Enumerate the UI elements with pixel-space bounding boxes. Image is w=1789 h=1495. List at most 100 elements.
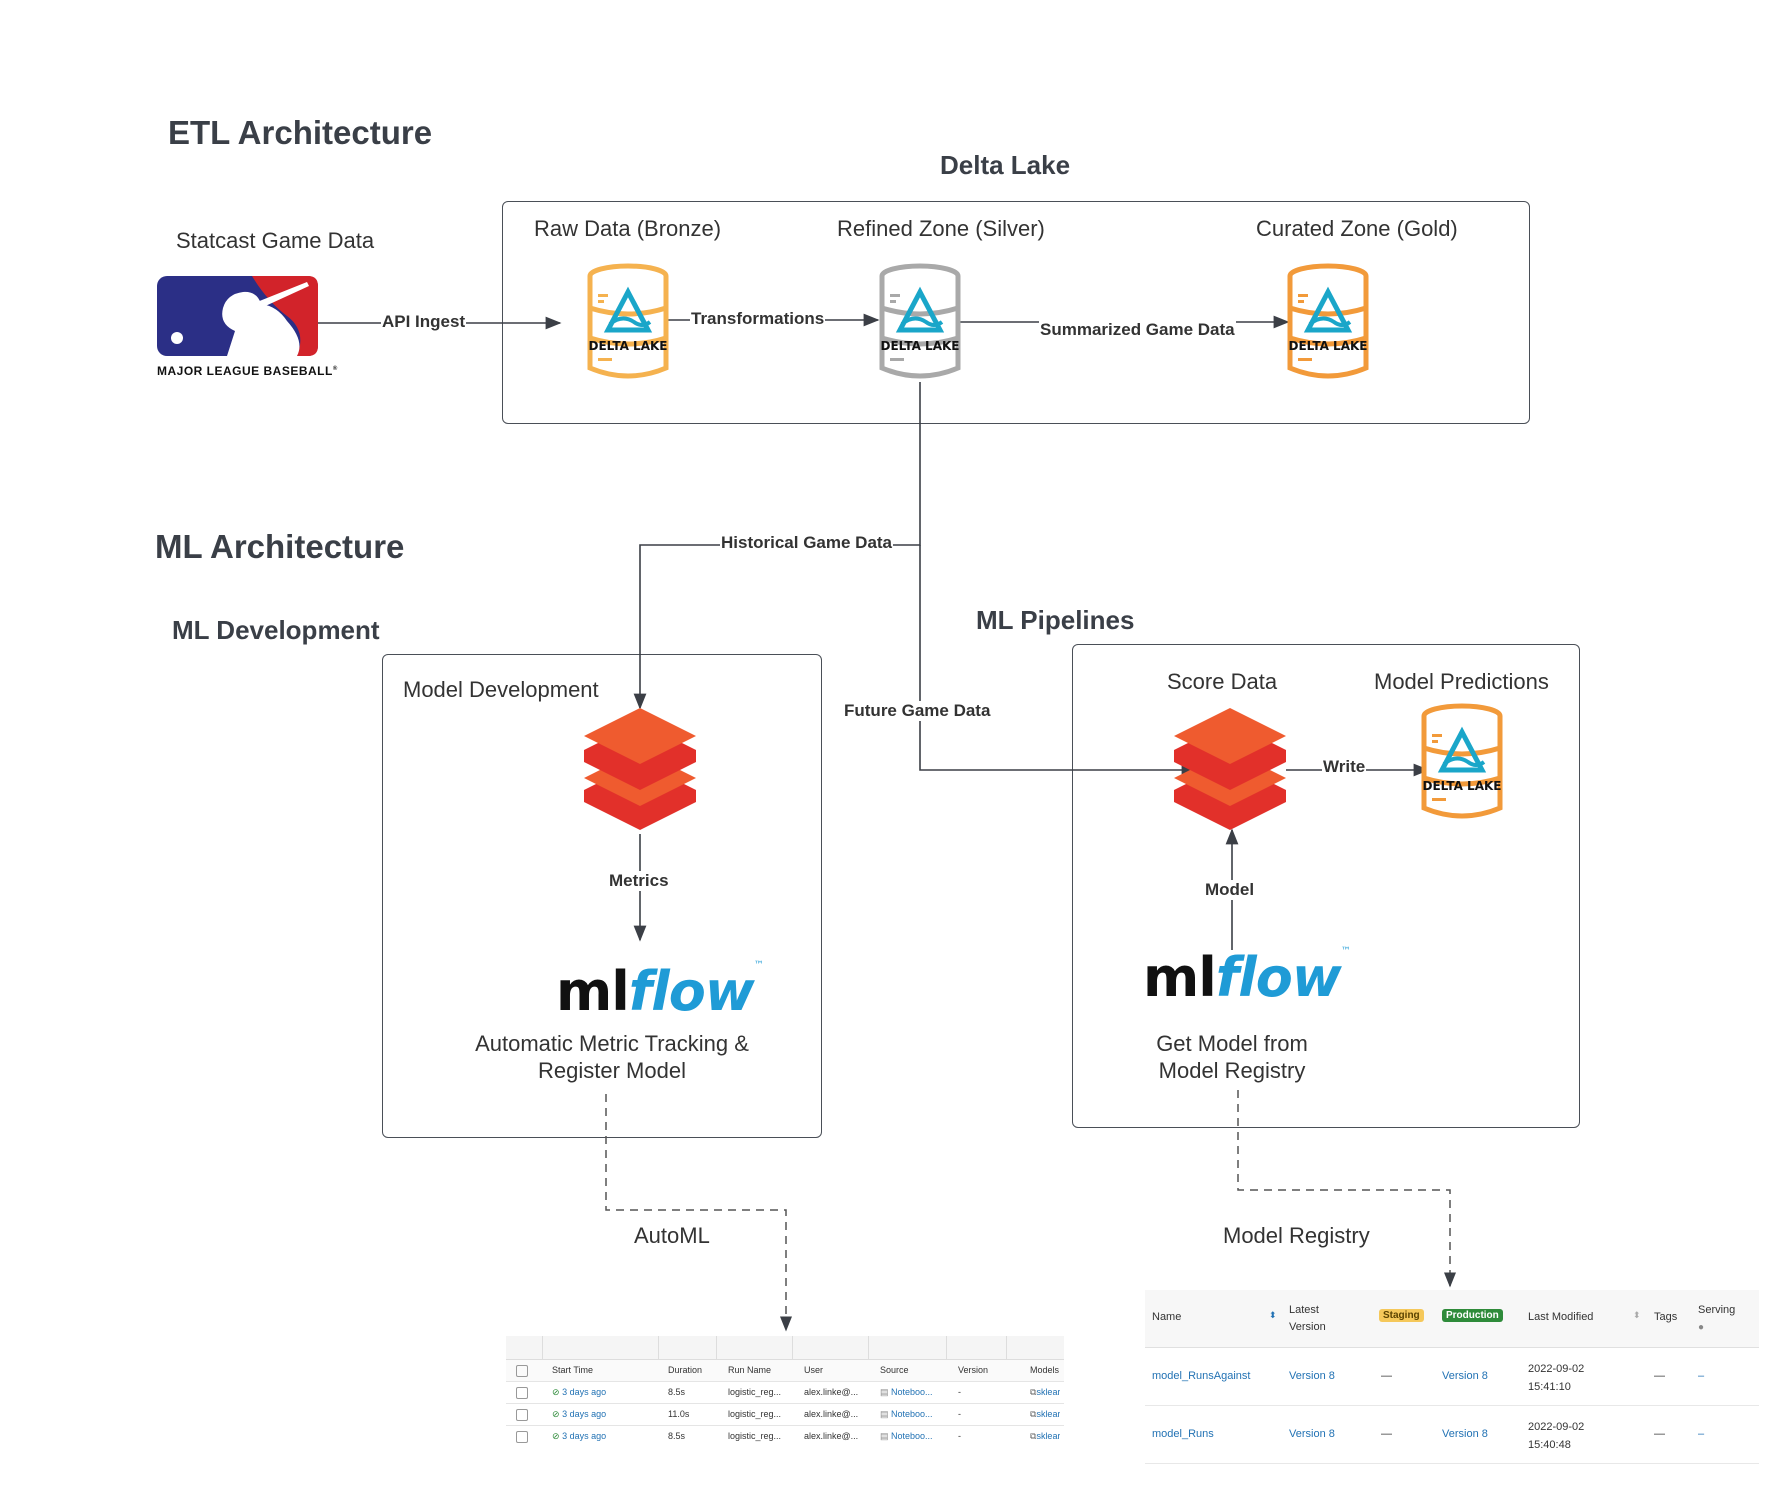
bronze-icon-text: DELTA LAKE	[589, 339, 668, 353]
future-arrow	[919, 545, 1198, 777]
model-name-link[interactable]: model_RunsAgainst	[1152, 1370, 1251, 1382]
model-label: Model	[1204, 880, 1256, 900]
gold-zone-title: Curated Zone (Gold)	[1256, 216, 1458, 241]
tags-value: —	[1654, 1428, 1665, 1440]
col-start-time[interactable]: Start Time	[552, 1365, 594, 1375]
statcast-title: Statcast Game Data	[176, 228, 375, 253]
registry-row[interactable]: model_Runs Version 8 — Version 8 2022-09…	[1145, 1406, 1759, 1464]
col-models[interactable]: Models	[1030, 1365, 1060, 1375]
run-name[interactable]: logistic_reg...	[728, 1431, 782, 1441]
run-start-time[interactable]: ⊘ 3 days ago	[552, 1387, 607, 1397]
run-row[interactable]: ⊘ 3 days ago 11.0s logistic_reg... alex.…	[506, 1404, 1064, 1426]
pipeline-caption: Get Model from Model Registry	[1092, 1030, 1372, 1084]
success-check-icon: ⊘	[552, 1409, 560, 1419]
automl-runs-table: Start Time Duration Run Name User Source…	[506, 1336, 1064, 1446]
api-ingest-label: API Ingest	[381, 312, 467, 332]
production-version-link[interactable]: Version 8	[1442, 1428, 1488, 1440]
automl-title: AutoML	[634, 1223, 710, 1248]
silver-zone-title: Refined Zone (Silver)	[837, 216, 1045, 241]
predictions-icon-text: DELTA LAKE	[1423, 779, 1502, 793]
run-name[interactable]: logistic_reg...	[728, 1387, 782, 1397]
ml-development-heading: ML Development	[172, 615, 380, 645]
dev-caption: Automatic Metric Tracking & Register Mod…	[452, 1030, 772, 1084]
run-version: -	[958, 1409, 961, 1419]
model-predictions-title: Model Predictions	[1374, 669, 1549, 694]
registry-row[interactable]: model_RunsAgainst Version 8 — Version 8 …	[1145, 1348, 1759, 1406]
col-source[interactable]: Source	[880, 1365, 909, 1375]
run-duration: 8.5s	[668, 1387, 686, 1397]
historical-game-data-label: Historical Game Data	[720, 533, 894, 553]
success-check-icon: ⊘	[552, 1387, 560, 1397]
write-label: Write	[1322, 757, 1367, 777]
notebook-icon: ▤	[880, 1409, 889, 1419]
model-icon: ⧉	[1030, 1431, 1037, 1441]
ml-architecture-heading: ML Architecture	[155, 528, 405, 565]
success-check-icon: ⊘	[552, 1431, 560, 1441]
run-model[interactable]: ⧉sklear	[1030, 1431, 1061, 1441]
run-user: alex.linke@...	[804, 1387, 859, 1397]
run-checkbox[interactable]	[516, 1409, 528, 1421]
info-icon: ●	[1698, 1322, 1705, 1333]
dev-caption-line2: Register Model	[538, 1058, 686, 1083]
col-user[interactable]: User	[804, 1365, 824, 1375]
silver-icon-text: DELTA LAKE	[881, 339, 960, 353]
model-name-link[interactable]: model_Runs	[1152, 1428, 1214, 1440]
run-source[interactable]: ▤ Noteboo...	[880, 1387, 933, 1397]
staging-value: —	[1381, 1428, 1392, 1440]
serving-link[interactable]: –	[1698, 1370, 1705, 1382]
select-all-checkbox[interactable]	[516, 1365, 528, 1377]
mlflow-dev-logo: mlflow™	[556, 960, 764, 1023]
col-run-name[interactable]: Run Name	[728, 1365, 772, 1375]
modified-sort-icon[interactable]: ⬍	[1633, 1310, 1641, 1320]
col-last-modified[interactable]: Last Modified	[1528, 1311, 1594, 1323]
col-staging: Staging	[1379, 1309, 1424, 1322]
col-tags: Tags	[1654, 1311, 1678, 1323]
run-model[interactable]: ⧉sklear	[1030, 1387, 1061, 1397]
gold-delta-lake-icon: DELTA LAKE	[1287, 263, 1369, 379]
latest-version-link[interactable]: Version 8	[1289, 1370, 1335, 1382]
run-name[interactable]: logistic_reg...	[728, 1409, 782, 1419]
bronze-zone-title: Raw Data (Bronze)	[534, 216, 722, 241]
run-row[interactable]: ⊘ 3 days ago 8.5s logistic_reg... alex.l…	[506, 1426, 1064, 1446]
tags-value: —	[1654, 1370, 1665, 1382]
latest-version-link[interactable]: Version 8	[1289, 1428, 1335, 1440]
col-version[interactable]: Version	[958, 1365, 989, 1375]
ml-pipelines-container	[1072, 644, 1580, 1128]
run-user: alex.linke@...	[804, 1409, 859, 1419]
serving-link[interactable]: –	[1698, 1428, 1705, 1440]
run-checkbox[interactable]	[516, 1431, 528, 1443]
model-icon: ⧉	[1030, 1409, 1037, 1419]
mlb-logo-text: MAJOR LEAGUE BASEBALL	[157, 364, 333, 378]
summarized-game-data-label: Summarized Game Data	[1039, 320, 1236, 340]
run-start-time[interactable]: ⊘ 3 days ago	[552, 1409, 607, 1419]
run-model[interactable]: ⧉sklear	[1030, 1409, 1061, 1419]
run-row[interactable]: ⊘ 3 days ago 8.5s logistic_reg... alex.l…	[506, 1382, 1064, 1404]
col-duration[interactable]: Duration	[668, 1365, 703, 1375]
model-registry-title: Model Registry	[1223, 1223, 1370, 1248]
run-start-time[interactable]: ⊘ 3 days ago	[552, 1431, 607, 1441]
run-source[interactable]: ▤ Noteboo...	[880, 1409, 933, 1419]
metrics-label: Metrics	[608, 871, 670, 891]
gold-icon-text: DELTA LAKE	[1289, 339, 1368, 353]
run-source[interactable]: ▤ Noteboo...	[880, 1431, 933, 1441]
ml-pipelines-heading: ML Pipelines	[976, 605, 1135, 635]
delta-lake-container	[502, 201, 1530, 424]
sort-icon[interactable]: ⬍	[1269, 1310, 1277, 1320]
staging-value: —	[1381, 1370, 1392, 1382]
model-development-title: Model Development	[403, 677, 599, 702]
model-icon: ⧉	[1030, 1387, 1037, 1397]
mlb-logo: MAJOR LEAGUE BASEBALL®	[157, 276, 337, 378]
pipeline-caption-line1: Get Model from	[1156, 1031, 1308, 1056]
run-duration: 11.0s	[668, 1409, 690, 1419]
ml-development-container	[382, 654, 822, 1138]
databricks-dev-icon	[584, 708, 696, 830]
delta-lake-heading: Delta Lake	[940, 150, 1071, 180]
run-checkbox[interactable]	[516, 1387, 528, 1399]
production-version-link[interactable]: Version 8	[1442, 1370, 1488, 1382]
run-user: alex.linke@...	[804, 1431, 859, 1441]
notebook-icon: ▤	[880, 1431, 889, 1441]
col-name[interactable]: Name	[1152, 1311, 1182, 1323]
